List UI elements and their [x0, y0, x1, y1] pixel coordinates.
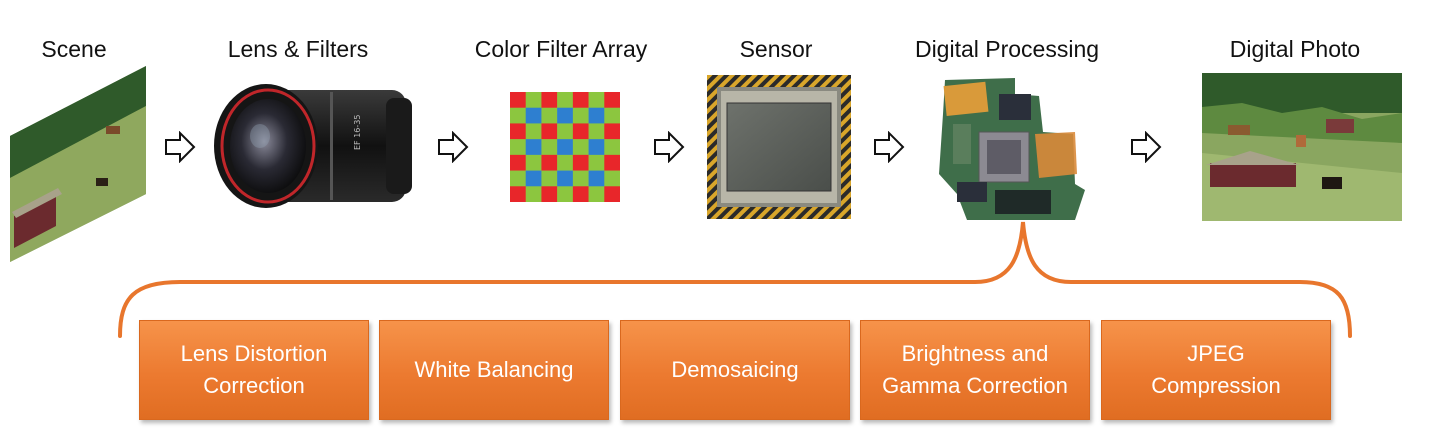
cfa-cell [510, 92, 527, 109]
arrow-right-icon [164, 131, 196, 163]
cfa-cell [525, 186, 542, 202]
cfa-cell [572, 123, 589, 140]
cfa-cell [557, 107, 574, 124]
arrow-right-icon [873, 131, 905, 163]
cfa-cell [525, 107, 542, 124]
circuit-board-icon [935, 74, 1085, 222]
camera-lens-icon: EF 16-35 [210, 80, 418, 212]
cfa-cell [525, 170, 542, 187]
cfa-cell [557, 123, 574, 140]
cfa-cell [557, 139, 574, 156]
cfa-cell [525, 139, 542, 156]
cfa-cell [588, 154, 605, 171]
scene-photo-icon [8, 66, 148, 262]
image-sensor-icon [707, 75, 851, 219]
cfa-cell [572, 139, 589, 156]
cfa-cell [541, 170, 558, 187]
arrow-right-icon [1130, 131, 1162, 163]
cfa-cell [541, 123, 558, 140]
cfa-cell [588, 139, 605, 156]
cfa-cell [588, 92, 605, 109]
cfa-cell [604, 186, 620, 202]
cfa-cell [510, 186, 527, 202]
cfa-cell [557, 92, 574, 109]
svg-text:EF 16-35: EF 16-35 [353, 115, 362, 150]
cfa-cell [557, 186, 574, 202]
cfa-cell [510, 154, 527, 171]
cfa-cell [510, 170, 527, 187]
cfa-cell [525, 123, 542, 140]
step-demosaicing: Demosaicing [620, 320, 850, 420]
cfa-cell [588, 186, 605, 202]
cfa-cell [604, 154, 620, 171]
cfa-cell [604, 92, 620, 109]
stage-label-digital-processing: Digital Processing [914, 36, 1100, 62]
cfa-cell [541, 107, 558, 124]
cfa-cell [541, 186, 558, 202]
arrow-right-icon [653, 131, 685, 163]
cfa-cell [604, 170, 620, 187]
cfa-cell [541, 92, 558, 109]
cfa-cell [572, 107, 589, 124]
stage-label-scene: Scene [41, 36, 107, 62]
cfa-cell [604, 107, 620, 124]
cfa-cell [572, 186, 589, 202]
cfa-cell [604, 139, 620, 156]
cfa-cell [588, 170, 605, 187]
step-brightness-gamma-correction: Brightness and Gamma Correction [860, 320, 1090, 420]
processing-brace [0, 218, 1431, 343]
stage-label-digital-photo: Digital Photo [1229, 36, 1361, 62]
cfa-cell [588, 107, 605, 124]
cfa-cell [557, 170, 574, 187]
cfa-cell [541, 154, 558, 171]
cfa-cell [510, 123, 527, 140]
step-white-balancing: White Balancing [379, 320, 609, 420]
step-jpeg-compression: JPEG Compression [1101, 320, 1331, 420]
stage-label-sensor: Sensor [739, 36, 813, 62]
cfa-cell [588, 123, 605, 140]
cfa-cell [557, 154, 574, 171]
stage-label-lens-filters: Lens & Filters [227, 36, 369, 62]
cfa-cell [541, 139, 558, 156]
cfa-cell [525, 92, 542, 109]
cfa-cell [572, 170, 589, 187]
cfa-cell [510, 107, 527, 124]
cfa-cell [572, 154, 589, 171]
stage-label-color-filter-array: Color Filter Array [474, 36, 648, 62]
cfa-cell [604, 123, 620, 140]
arrow-right-icon [437, 131, 469, 163]
cfa-cell [572, 92, 589, 109]
step-lens-distortion-correction: Lens Distortion Correction [139, 320, 369, 420]
color-filter-array-icon [510, 92, 620, 202]
cfa-cell [510, 139, 527, 156]
cfa-cell [525, 154, 542, 171]
digital-photo-icon [1202, 73, 1402, 221]
